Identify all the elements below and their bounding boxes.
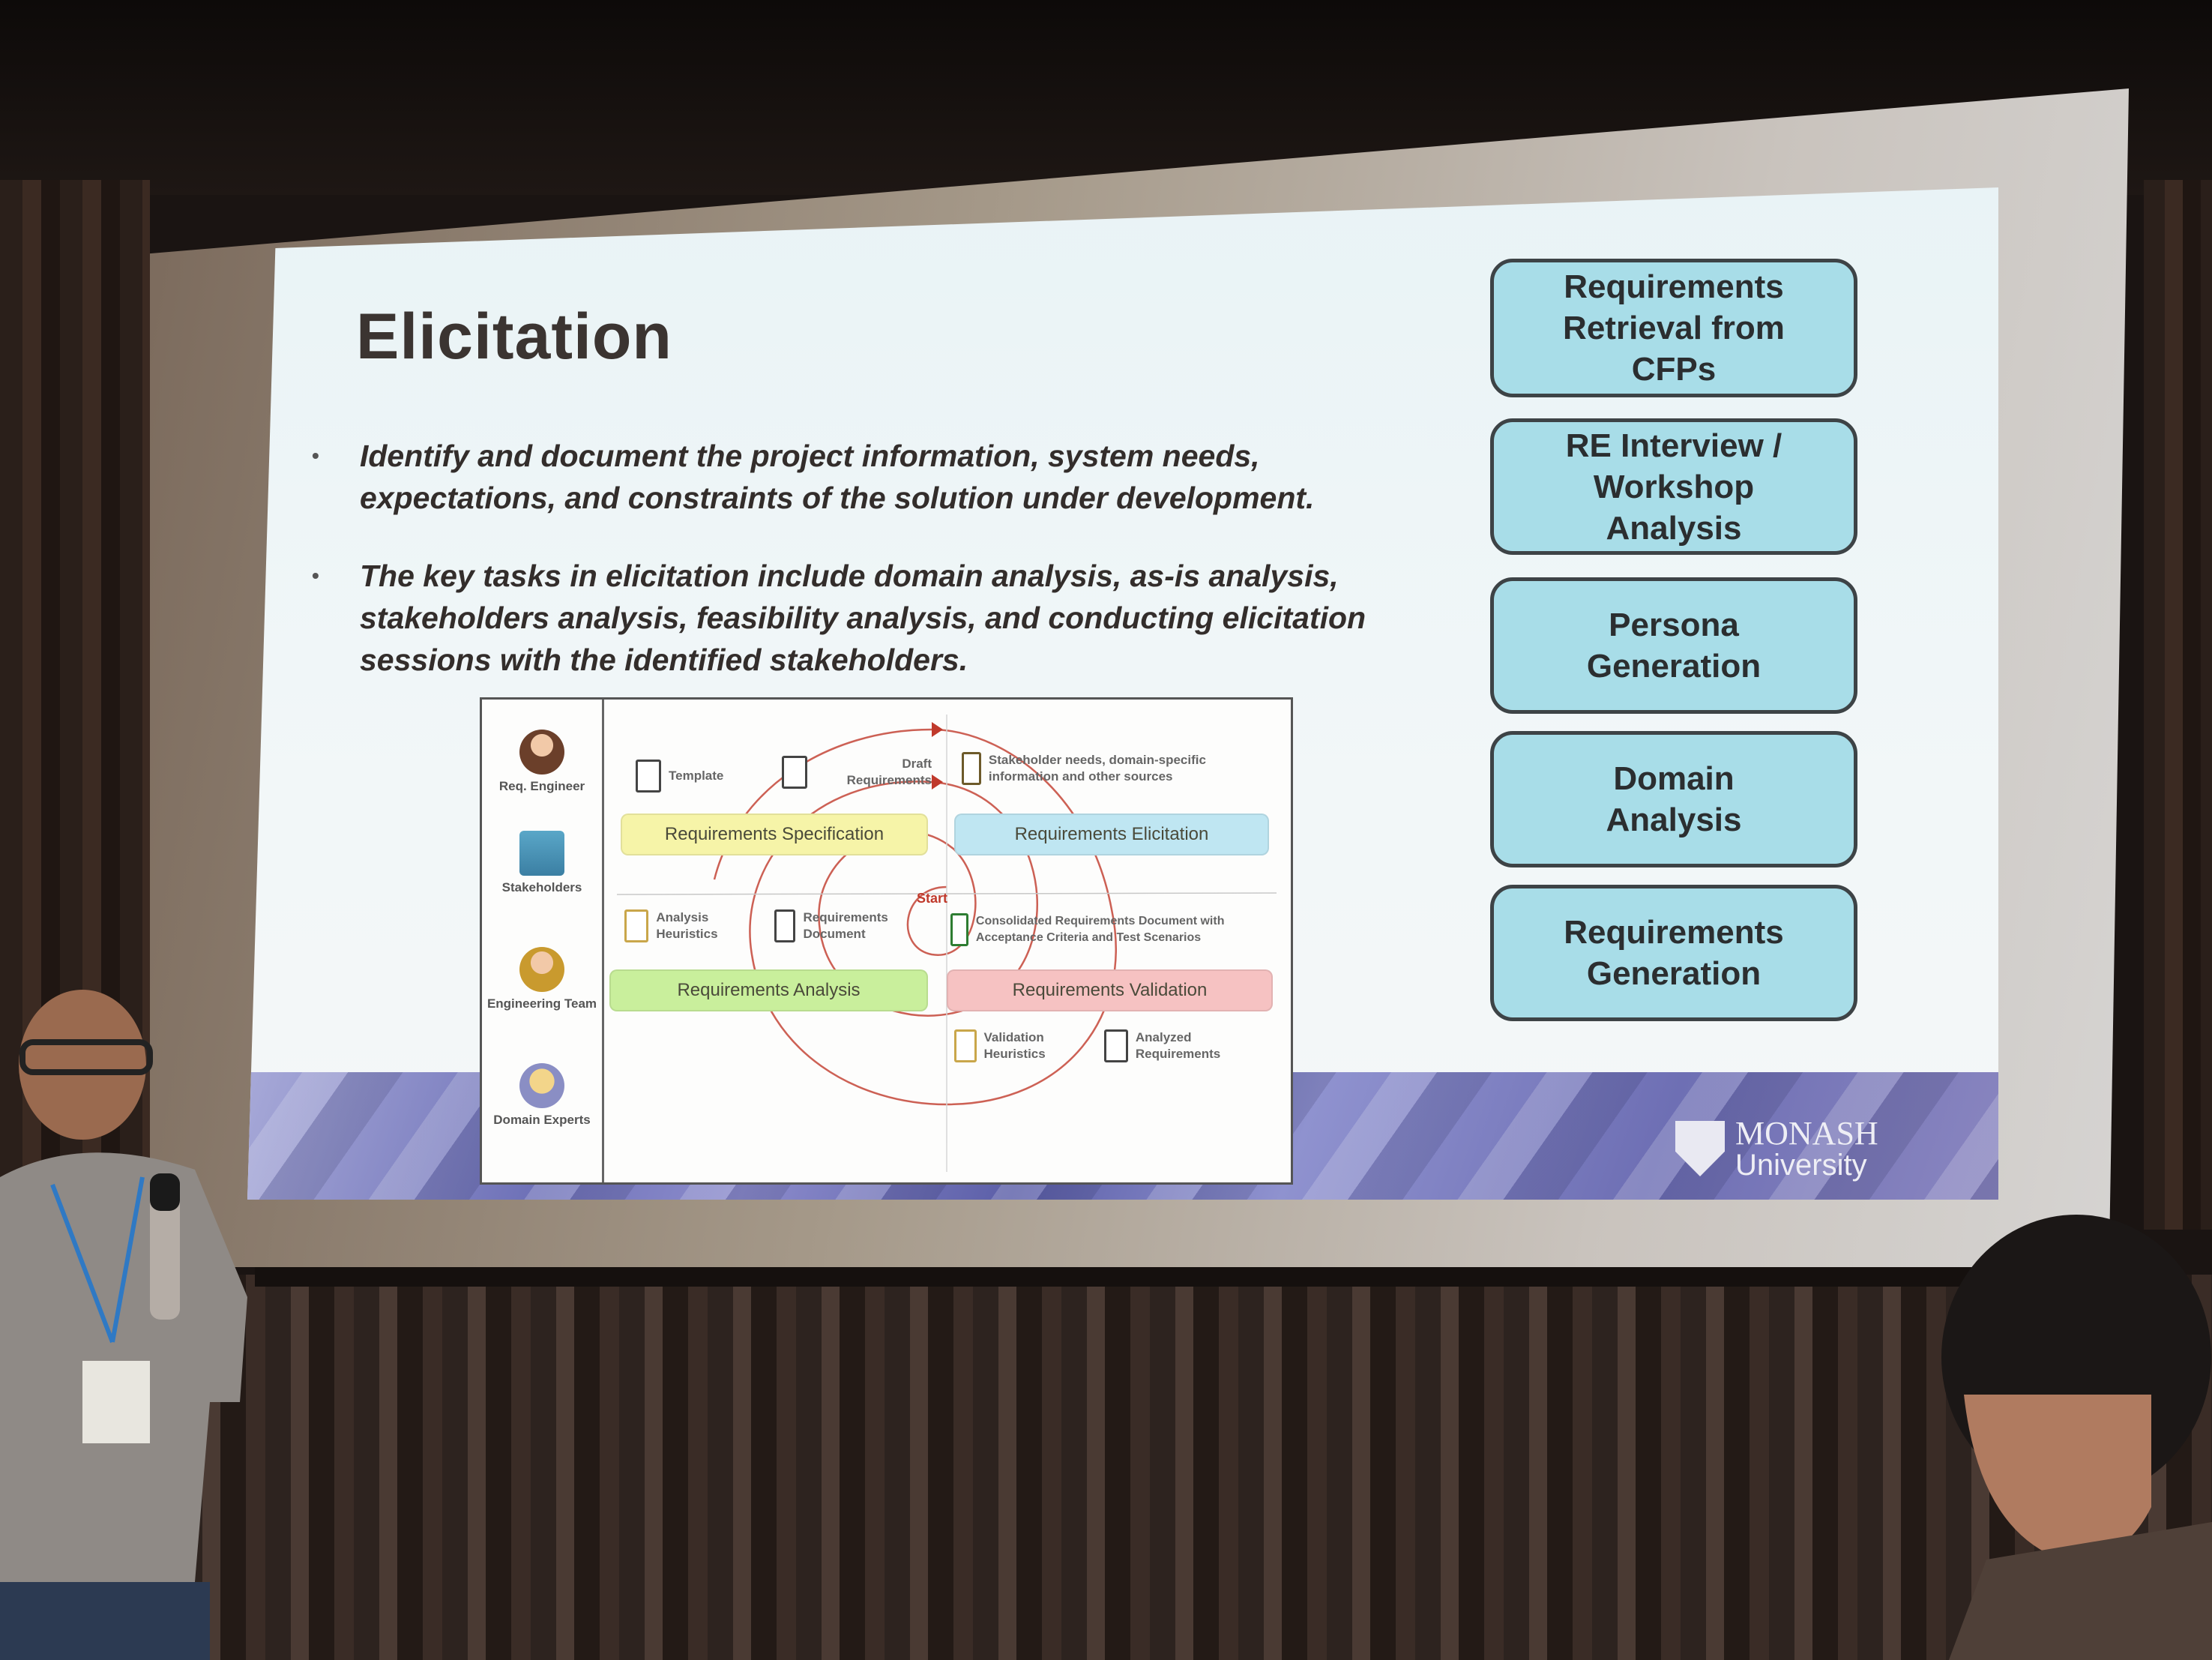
role-label: Req. Engineer: [498, 779, 585, 793]
artifact-validation-heuristics: Validation Heuristics: [954, 1029, 1089, 1062]
checklist-icon: [624, 909, 649, 942]
artifact-analysis-heuristics: Analysis Heuristics: [624, 909, 767, 942]
role-label: Domain Experts: [493, 1113, 591, 1127]
artifact-draft-requirements: Draft Requirements: [782, 756, 932, 789]
bullet-item: • Identify and document the project info…: [307, 435, 1394, 519]
monash-logo: MONASH University: [1675, 1117, 1878, 1180]
bullet-text: Identify and document the project inform…: [360, 439, 1315, 515]
checklist-icon: [954, 1029, 977, 1062]
logo-line2: University: [1735, 1149, 1867, 1182]
artifact-label: Analysis Heuristics: [656, 910, 718, 941]
artifact-label: Consolidated Requirements Document with …: [975, 915, 1225, 944]
artifact-label: Analyzed Requirements: [1135, 1030, 1221, 1061]
report-icon: [1104, 1029, 1128, 1062]
document-icon: [782, 756, 807, 789]
curtain-right: [2144, 180, 2212, 1230]
side-box-domain-analysis: Domain Analysis: [1490, 731, 1857, 867]
artifact-requirements-document: Requirements Document: [774, 909, 924, 942]
roles-column: Req. Engineer Stakeholders Engineering T…: [482, 700, 604, 1182]
bullet-text: The key tasks in elicitation include dom…: [360, 559, 1366, 677]
side-box-persona-generation: Persona Generation: [1490, 577, 1857, 714]
phase-requirements-elicitation: Requirements Elicitation: [954, 814, 1269, 855]
template-icon: [636, 760, 661, 793]
spiral-process-diagram: Req. Engineer Stakeholders Engineering T…: [480, 697, 1293, 1185]
document-icon: [774, 909, 796, 942]
engineer-avatar-icon: [519, 730, 564, 775]
phase-requirements-specification: Requirements Specification: [621, 814, 928, 855]
side-box-re-interview: RE Interview / Workshop Analysis: [1490, 418, 1857, 555]
role-label: Stakeholders: [501, 880, 582, 894]
artifact-stakeholder-needs: Stakeholder needs, domain-specific infor…: [962, 752, 1277, 785]
artifact-consolidated-document: Consolidated Requirements Document with …: [950, 913, 1280, 946]
start-label: Start: [917, 891, 948, 906]
slide-title: Elicitation: [356, 301, 672, 373]
stakeholders-icon: [519, 831, 564, 876]
side-box-requirements-generation: Requirements Generation: [1490, 885, 1857, 1021]
folder-icon: [962, 752, 981, 785]
domain-experts-icon: [519, 1063, 564, 1108]
bullet-item: • The key tasks in elicitation include d…: [307, 555, 1394, 681]
phase-requirements-analysis: Requirements Analysis: [609, 969, 928, 1011]
artifact-label: Draft Requirements: [846, 757, 932, 787]
stage-curtain: [0, 1275, 2212, 1660]
side-box-requirements-retrieval: Requirements Retrieval from CFPs: [1490, 259, 1857, 397]
role-stakeholders: Stakeholders: [482, 831, 602, 895]
role-engineering-team: Engineering Team: [482, 947, 602, 1011]
role-req-engineer: Req. Engineer: [482, 730, 602, 794]
slide: Elicitation • Identify and document the …: [247, 187, 1998, 1200]
artifact-analyzed-requirements: Analyzed Requirements: [1104, 1029, 1269, 1062]
phase-requirements-validation: Requirements Validation: [947, 969, 1273, 1011]
logo-text: MONASH University: [1735, 1115, 1878, 1182]
artifact-label: Requirements Document: [803, 910, 888, 941]
audience-member-silhouette: [1941, 1215, 2212, 1660]
bullet-list: • Identify and document the project info…: [307, 435, 1394, 717]
artifact-label: Validation Heuristics: [983, 1030, 1046, 1061]
bullet-icon: •: [312, 564, 319, 587]
spiral-arrows-icon: [616, 715, 1277, 1172]
logo-line1: MONASH: [1735, 1115, 1878, 1152]
checked-document-icon: [950, 913, 968, 946]
speaker-silhouette: [0, 990, 247, 1660]
role-label: Engineering Team: [486, 996, 597, 1011]
monash-crest-icon: [1675, 1121, 1725, 1176]
role-domain-experts: Domain Experts: [482, 1063, 602, 1128]
engineering-team-icon: [519, 947, 564, 992]
artifact-label: Stakeholder needs, domain-specific infor…: [988, 753, 1206, 784]
artifact-template: Template: [636, 760, 723, 793]
bullet-icon: •: [312, 444, 319, 467]
artifact-label: Template: [669, 769, 724, 783]
